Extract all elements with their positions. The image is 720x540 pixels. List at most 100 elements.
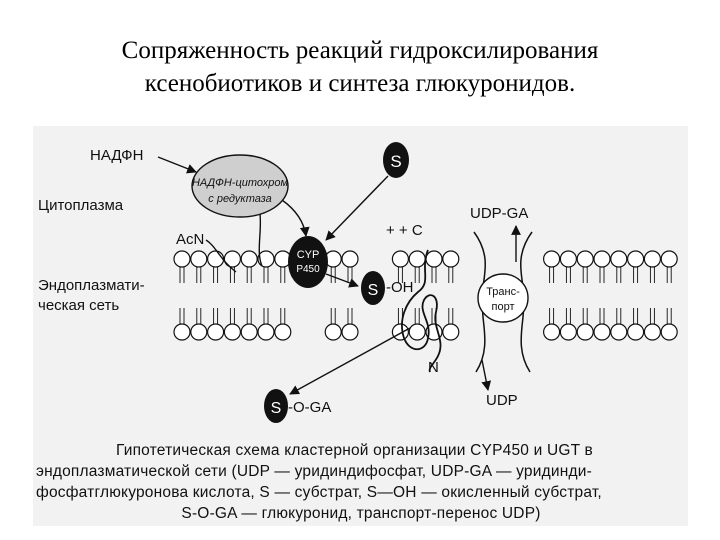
reductase-anchor-line bbox=[258, 213, 263, 267]
lipid-head bbox=[207, 323, 225, 341]
lipid-tail bbox=[666, 308, 672, 324]
substrate-top-label: S bbox=[390, 152, 401, 171]
oh-label: -OH bbox=[386, 279, 414, 296]
lipid-tail bbox=[414, 308, 420, 324]
lipid-head bbox=[610, 250, 628, 268]
caption-line-4: S-O-GA — глюкуронид, транспорт-перенос U… bbox=[181, 505, 541, 522]
udp-ga-label: UDP-GA bbox=[470, 205, 528, 222]
lipid-tail bbox=[263, 267, 269, 283]
lipid-head bbox=[660, 250, 678, 268]
lipid-head bbox=[626, 250, 645, 268]
lipid-tail bbox=[246, 267, 252, 283]
cyp450-enzyme bbox=[288, 236, 328, 288]
lipid-head bbox=[576, 250, 594, 268]
lipid-tail bbox=[582, 267, 588, 283]
lipid-head bbox=[559, 323, 578, 341]
cyp-label-1: CYP bbox=[297, 249, 320, 261]
lipid-head bbox=[240, 323, 258, 341]
lipid-head bbox=[593, 250, 611, 268]
lipid-head bbox=[190, 250, 208, 268]
lipid-head bbox=[173, 250, 191, 268]
transporter-oval bbox=[477, 273, 529, 323]
s-o-ga-label: -O-GA bbox=[288, 399, 331, 416]
lipid-head bbox=[257, 323, 275, 341]
lipid-tail bbox=[179, 308, 185, 324]
lipid-head bbox=[257, 250, 275, 268]
lipid-tail bbox=[549, 267, 555, 283]
nadph-label: НАДФН bbox=[90, 147, 143, 164]
lipid-tail bbox=[213, 308, 219, 324]
lipid-tail bbox=[246, 308, 252, 324]
nadph-reductase-oval bbox=[191, 154, 289, 218]
arrow-cyp-to-s-oh bbox=[325, 273, 359, 288]
lipid-head bbox=[542, 323, 561, 341]
lipid-head bbox=[223, 250, 241, 268]
substrate-oh-icon bbox=[361, 271, 385, 305]
lipid-tail bbox=[229, 308, 235, 324]
slide-title: Сопряженность реакций гидроксилирования … bbox=[0, 34, 720, 100]
arrow-s-oh-to-glucuronide bbox=[289, 327, 411, 395]
lipid-head bbox=[643, 250, 662, 268]
lipid-tail bbox=[565, 267, 571, 283]
er-label-2: ческая сеть bbox=[38, 297, 119, 314]
lipid-tail bbox=[347, 267, 353, 283]
lipid-tail bbox=[330, 308, 336, 324]
reductase-label-1: НАДФН-цитохром bbox=[192, 177, 289, 189]
lipid-tail bbox=[196, 308, 202, 324]
lipid-tail bbox=[263, 308, 269, 324]
lipid-head bbox=[425, 250, 443, 268]
lipid-tail bbox=[666, 267, 672, 283]
cyp-label-2: P450 bbox=[296, 264, 320, 275]
lipid-head bbox=[576, 323, 594, 341]
lipid-head bbox=[610, 323, 628, 341]
lipid-tail bbox=[431, 267, 437, 283]
acn-label: AcN bbox=[176, 231, 204, 248]
lipid-head bbox=[391, 250, 409, 268]
lipid-tail bbox=[649, 267, 655, 283]
lipid-tail bbox=[633, 267, 639, 283]
lipid-tail bbox=[633, 308, 639, 324]
lipid-head bbox=[240, 250, 258, 268]
lipid-head bbox=[442, 323, 460, 341]
transport-label-1: Транс- bbox=[486, 286, 520, 298]
lipid-head bbox=[626, 323, 645, 341]
acn-link-line bbox=[205, 239, 237, 273]
lipid-tail bbox=[599, 308, 605, 324]
lipid-head bbox=[274, 323, 292, 341]
lipid-tail bbox=[196, 267, 202, 283]
lipid-tail bbox=[280, 267, 286, 283]
lipid-tail bbox=[397, 267, 403, 283]
lipid-head bbox=[207, 250, 225, 268]
lipid-head bbox=[341, 323, 359, 341]
caption-line-2: эндоплазматической сети (UDP — уридиндиф… bbox=[36, 463, 592, 480]
caption-line-1: Гипотетическая схема кластерной организа… bbox=[116, 442, 593, 459]
lipid-tail bbox=[179, 267, 185, 283]
lipid-head bbox=[542, 250, 561, 268]
lipid-head bbox=[425, 323, 443, 341]
figure-panel bbox=[33, 126, 688, 526]
transport-label-2: порт bbox=[492, 301, 515, 313]
lipid-bilayer bbox=[173, 250, 678, 341]
lipid-tail bbox=[229, 267, 235, 283]
er-label-1: Эндоплазмати- bbox=[38, 277, 145, 294]
lipid-tail bbox=[347, 308, 353, 324]
arrow-nadph-to-reductase bbox=[157, 156, 197, 174]
figure-caption: Гипотетическая схема кластерной организа… bbox=[36, 440, 686, 524]
reductase-label-2: с редуктаза bbox=[208, 193, 271, 205]
lipid-head bbox=[173, 323, 191, 341]
lipid-head bbox=[223, 323, 241, 341]
lipid-tail bbox=[616, 308, 622, 324]
substrate-oh-label: S bbox=[368, 282, 379, 299]
lipid-tail bbox=[448, 308, 454, 324]
lipid-tail bbox=[414, 267, 420, 283]
substrate-glucuronide-label: S bbox=[271, 400, 282, 417]
caption-line-3: фосфатглюкуронова кислота, S — субстрат,… bbox=[36, 484, 602, 501]
title-line-1: Сопряженность реакций гидроксилирования bbox=[121, 37, 599, 64]
ugt-enzyme-loop bbox=[401, 249, 442, 373]
lipid-tail bbox=[213, 267, 219, 283]
lipid-head bbox=[341, 250, 359, 268]
lipid-head bbox=[643, 323, 662, 341]
cytoplasm-label: Цитоплазма bbox=[38, 197, 124, 214]
lipid-tail bbox=[448, 267, 454, 283]
